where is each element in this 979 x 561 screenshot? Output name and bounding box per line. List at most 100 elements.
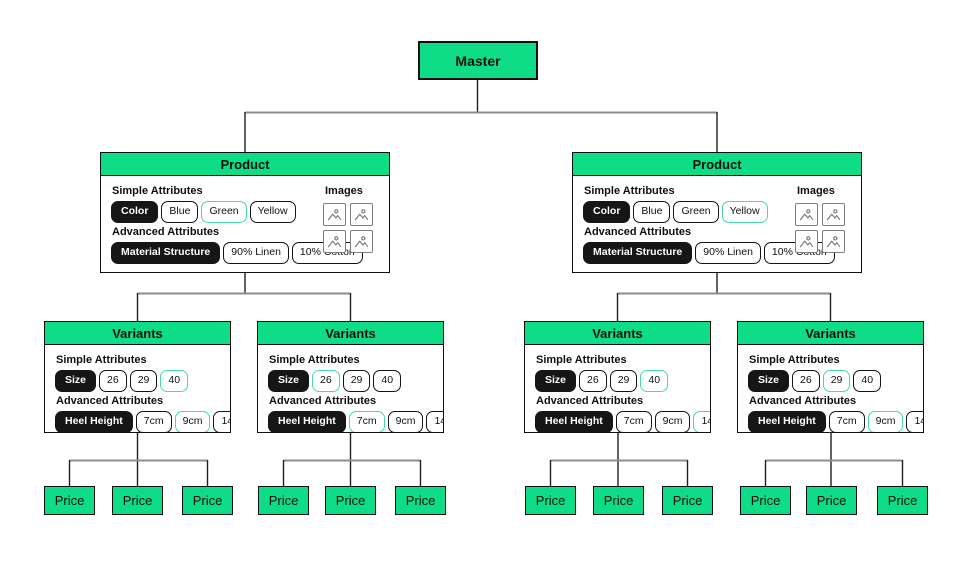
- price-label: Price: [268, 493, 299, 508]
- attribute-value-chip: 14cm: [693, 411, 710, 432]
- attribute-value-chip: Green: [673, 201, 719, 223]
- attribute-key-chip: Size: [535, 370, 577, 392]
- attribute-value-chip: 26: [579, 370, 607, 392]
- price-node: Price: [325, 486, 376, 515]
- simple-attributes-label: Simple Attributes: [584, 185, 675, 197]
- image-icon: [350, 203, 373, 226]
- simple-attributes-label: Simple Attributes: [749, 354, 840, 366]
- simple-attributes-row: Size 26 29 40: [535, 370, 700, 392]
- attribute-value-chip: Blue: [633, 201, 671, 223]
- variants-node-3: Variants Simple Attributes Size 26 29 40…: [524, 321, 711, 433]
- variants-node-2: Variants Simple Attributes Size 26 29 40…: [257, 321, 444, 433]
- attribute-key-chip: Heel Height: [55, 411, 133, 432]
- price-label: Price: [816, 493, 847, 508]
- attribute-value-chip: 90% Linen: [695, 242, 761, 264]
- product-attributes: Simple Attributes Color Blue Green Yello…: [583, 182, 835, 267]
- attribute-value-chip: Green: [201, 201, 247, 223]
- product-header: Product: [573, 153, 861, 176]
- price-node: Price: [112, 486, 163, 515]
- variant-attributes: Simple Attributes Size 26 29 40 Advanced…: [55, 351, 230, 432]
- image-grid: [323, 203, 379, 253]
- simple-attributes-label: Simple Attributes: [536, 354, 627, 366]
- image-icon: [323, 203, 346, 226]
- advanced-attributes-row: Heel Height 7cm 9cm 14cm: [55, 411, 230, 432]
- attribute-value-chip: Yellow: [249, 201, 296, 223]
- attribute-key-chip: Heel Height: [748, 411, 826, 432]
- variant-attributes: Simple Attributes Size 26 29 40 Advanced…: [268, 351, 443, 432]
- advanced-attributes-label: Advanced Attributes: [536, 395, 644, 407]
- simple-attributes-row: Size 26 29 40: [748, 370, 913, 392]
- price-label: Price: [405, 493, 436, 508]
- price-node: Price: [806, 486, 857, 515]
- price-label: Price: [535, 493, 566, 508]
- product-attributes: Simple Attributes Color Blue Green Yello…: [111, 182, 363, 267]
- advanced-attributes-row: Material Structure 90% Linen 10% Cotton: [583, 242, 835, 264]
- images-label: Images: [325, 185, 363, 197]
- variants-header: Variants: [258, 322, 443, 345]
- variants-header: Variants: [525, 322, 710, 345]
- advanced-attributes-label: Advanced Attributes: [584, 226, 692, 238]
- price-node: Price: [877, 486, 928, 515]
- advanced-attributes-label: Advanced Attributes: [749, 395, 857, 407]
- price-label: Price: [122, 493, 153, 508]
- price-node: Price: [740, 486, 791, 515]
- attribute-value-chip: 7cm: [828, 411, 865, 432]
- price-node: Price: [44, 486, 95, 515]
- price-label: Price: [887, 493, 918, 508]
- attribute-value-chip: 14cm: [906, 411, 923, 432]
- simple-attributes-label: Simple Attributes: [112, 185, 203, 197]
- attribute-value-chip: 7cm: [615, 411, 652, 432]
- advanced-attributes-label: Advanced Attributes: [112, 226, 220, 238]
- attribute-value-chip: 9cm: [387, 411, 424, 432]
- attribute-value-chip: Blue: [161, 201, 199, 223]
- attribute-key-chip: Size: [55, 370, 97, 392]
- attribute-value-chip: 40: [373, 370, 402, 392]
- attribute-value-chip: 40: [853, 370, 882, 392]
- advanced-attributes-row: Material Structure 90% Linen 10% Cotton: [111, 242, 363, 264]
- attribute-value-chip: Yellow: [721, 201, 768, 223]
- image-grid: [795, 203, 851, 253]
- price-node: Price: [258, 486, 309, 515]
- simple-attributes-row: Color Blue Green Yellow: [111, 201, 323, 223]
- attribute-value-chip: 7cm: [348, 411, 385, 432]
- attribute-key-chip: Heel Height: [268, 411, 346, 432]
- attribute-key-chip: Color: [583, 201, 631, 223]
- price-label: Price: [603, 493, 634, 508]
- price-node: Price: [593, 486, 644, 515]
- price-node: Price: [395, 486, 446, 515]
- advanced-attributes-row: Heel Height 7cm 9cm 14cm: [535, 411, 710, 432]
- master-label: Master: [455, 52, 501, 69]
- attribute-value-chip: 26: [792, 370, 820, 392]
- variants-header: Variants: [738, 322, 923, 345]
- image-icon: [350, 230, 373, 253]
- attribute-value-chip: 90% Linen: [223, 242, 289, 264]
- attribute-value-chip: 40: [160, 370, 189, 392]
- simple-attributes-row: Color Blue Green Yellow: [583, 201, 795, 223]
- attribute-value-chip: 29: [609, 370, 638, 392]
- product-node-2: Product Simple Attributes Color Blue Gre…: [572, 152, 862, 273]
- image-icon: [822, 203, 845, 226]
- attribute-key-chip: Size: [748, 370, 790, 392]
- simple-attributes-label: Simple Attributes: [269, 354, 360, 366]
- attribute-value-chip: 40: [640, 370, 669, 392]
- image-icon: [795, 230, 818, 253]
- simple-attributes-row: Size 26 29 40: [268, 370, 433, 392]
- attribute-value-chip: 26: [99, 370, 127, 392]
- advanced-attributes-row: Heel Height 7cm 9cm 14cm: [748, 411, 923, 432]
- variant-attributes: Simple Attributes Size 26 29 40 Advanced…: [535, 351, 710, 432]
- attribute-key-chip: Material Structure: [583, 242, 693, 264]
- variant-attributes: Simple Attributes Size 26 29 40 Advanced…: [748, 351, 923, 432]
- attribute-key-chip: Size: [268, 370, 310, 392]
- price-node: Price: [525, 486, 576, 515]
- attribute-value-chip: 14cm: [426, 411, 443, 432]
- price-node: Price: [182, 486, 233, 515]
- price-label: Price: [750, 493, 781, 508]
- attribute-value-chip: 26: [312, 370, 340, 392]
- master-node: Master: [418, 41, 538, 80]
- images-section: Images: [795, 182, 851, 267]
- price-label: Price: [54, 493, 85, 508]
- attribute-value-chip: 9cm: [867, 411, 904, 432]
- images-section: Images: [323, 182, 379, 267]
- advanced-attributes-label: Advanced Attributes: [56, 395, 164, 407]
